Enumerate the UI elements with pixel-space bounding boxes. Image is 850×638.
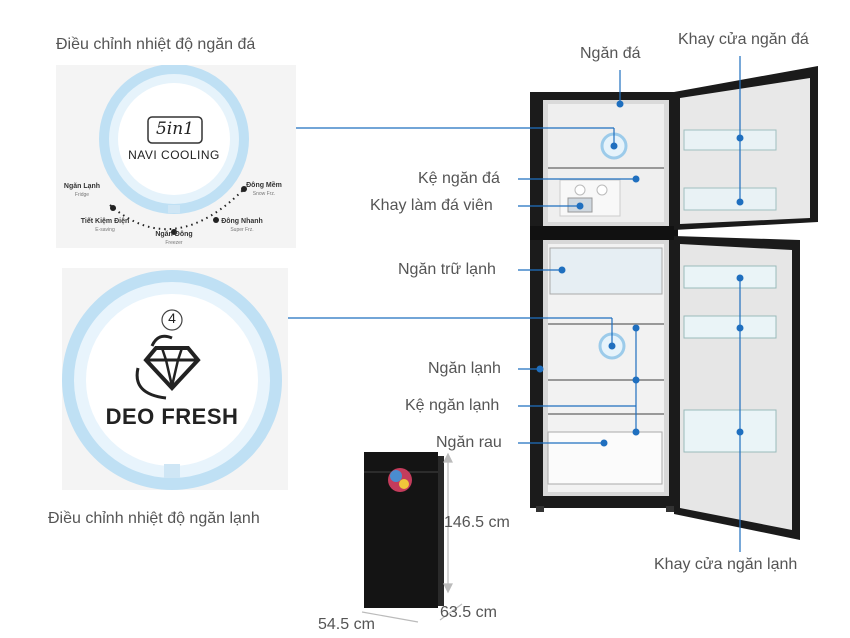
label-ngan-da: Ngăn đá [580,45,641,62]
label-khay-cua-ngan-da: Khay cửa ngăn đá [678,31,809,48]
diamond-icon [135,334,201,400]
label-ngan-tru-lanh: Ngăn trữ lạnh [398,261,496,278]
label-khay-lam-da: Khay làm đá viên [370,197,493,214]
five-in-one-logo: 5in1 [155,119,195,139]
dimension-depth: 63.5 cm [440,604,497,621]
dimension-width: 54.5 cm [318,616,375,633]
label-ngan-lanh: Ngăn lạnh [428,360,501,377]
freezer-control-caption: Điều chỉnh nhiệt độ ngăn đá [56,36,256,53]
navi-cooling-text: NAVI COOLING [128,148,220,162]
label-ke-ngan-da: Kệ ngăn đá [418,170,500,187]
freezer-dial-graphic [99,65,249,235]
dial-number: 4 [168,310,176,326]
label-ke-ngan-lanh: Kệ ngăn lạnh [405,397,500,414]
label-ngan-rau: Ngăn rau [436,434,502,451]
fridge-dial-panel: 4 DEO FRESH [62,268,288,490]
fridge-dial-graphic [62,270,282,490]
label-khay-cua-ngan-lanh: Khay cửa ngăn lạnh [654,556,798,573]
deo-fresh-text: DEO FRESH [105,404,239,429]
fridge-control-caption: Điều chỉnh nhiệt độ ngăn lạnh [48,510,260,527]
dimension-height: 146.5 cm [444,514,510,531]
